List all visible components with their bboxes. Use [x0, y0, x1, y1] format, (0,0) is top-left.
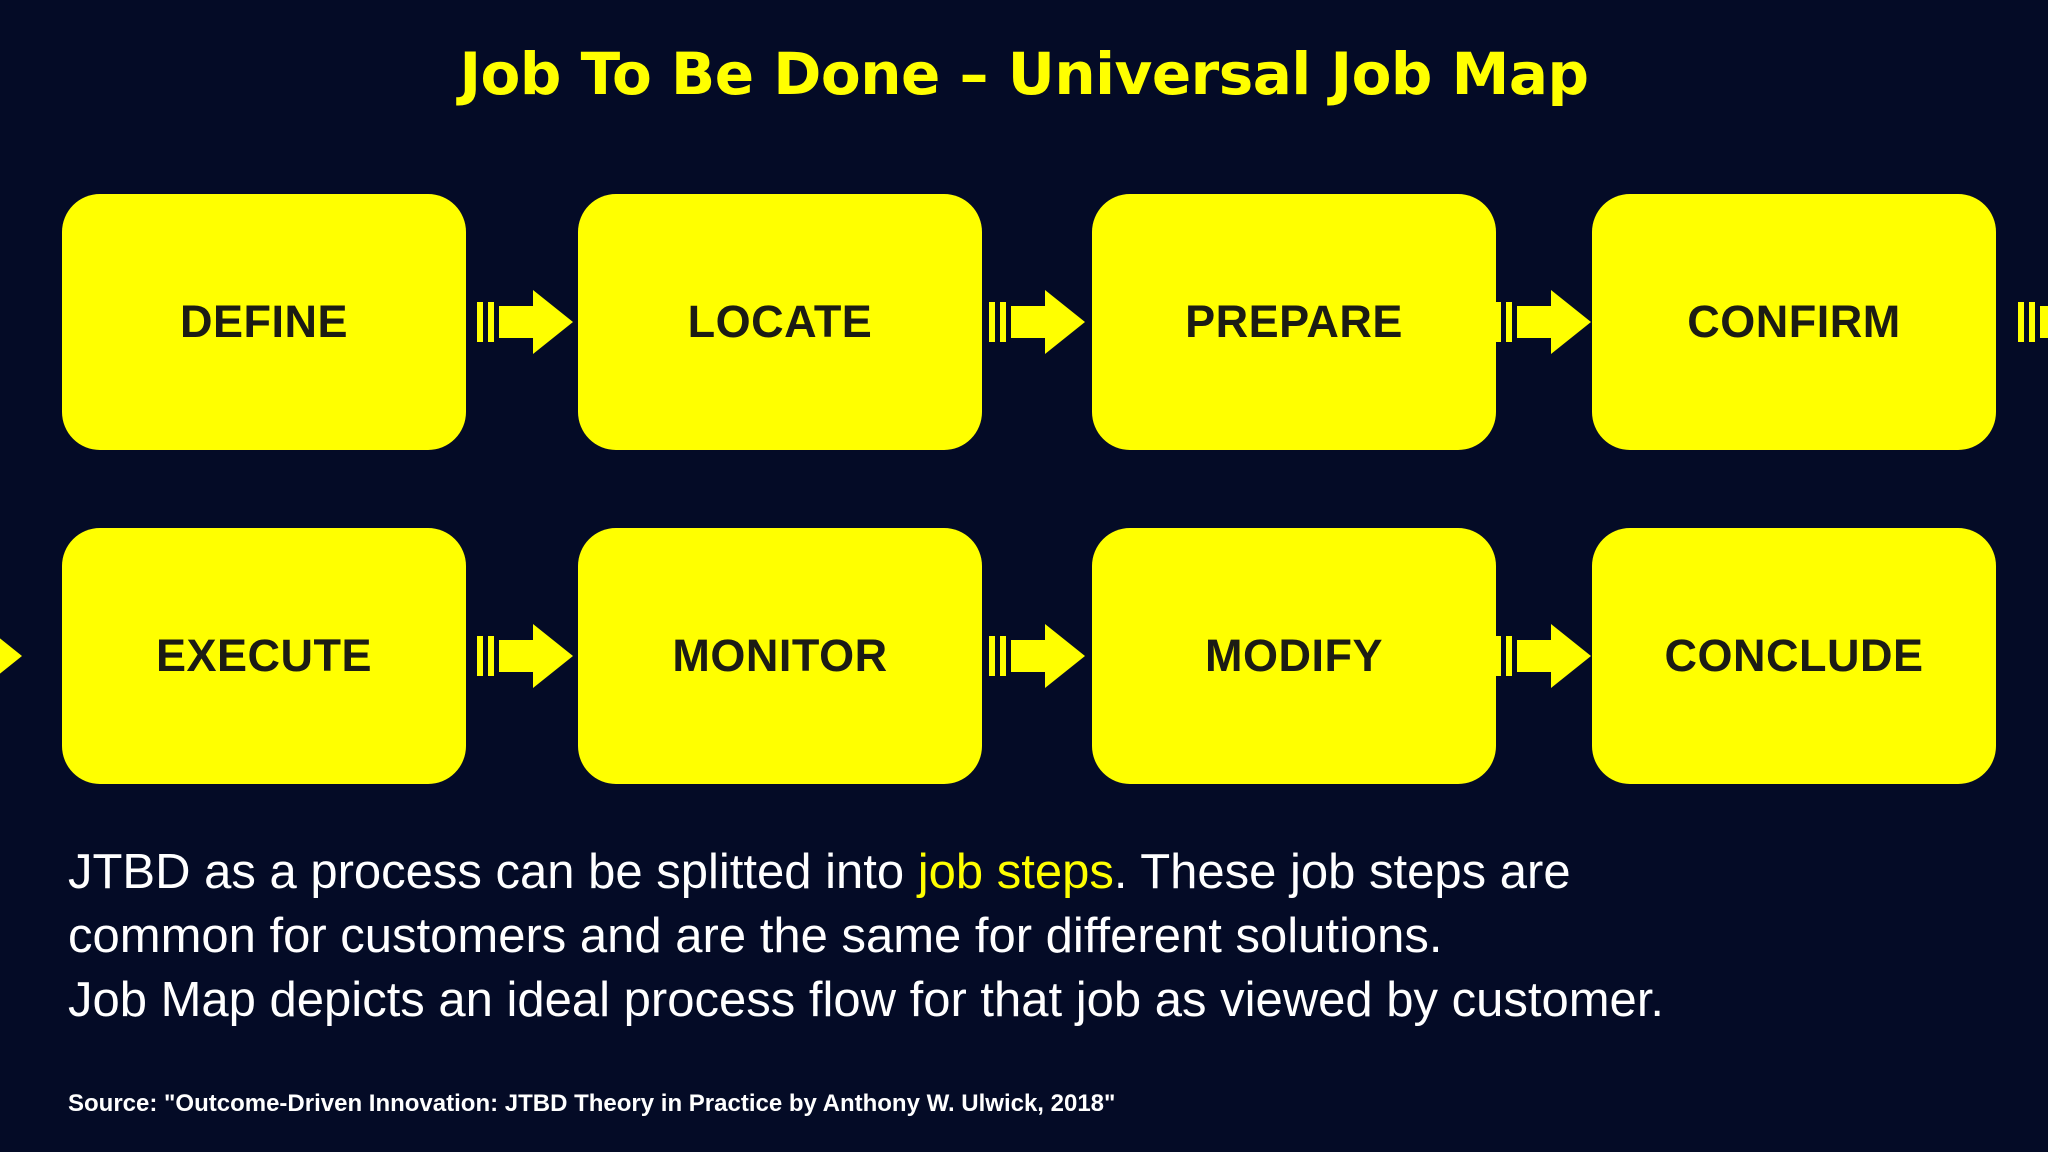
right-arrow-icon-wrap	[0, 624, 22, 688]
job-step-label: DEFINE	[179, 296, 348, 347]
description-line-3: Job Map depicts an ideal process flow fo…	[68, 973, 1665, 1027]
job-step-conclude[interactable]: CONCLUDE	[1592, 528, 1996, 784]
job-step-label: CONFIRM	[1687, 296, 1901, 347]
right-arrow-icon	[1495, 624, 1591, 688]
description-line-2: common for customers and are the same fo…	[68, 909, 1443, 963]
job-map-row-1: DEFINE LOCATE PREPARE	[0, 194, 2048, 450]
job-steps-highlight: job steps	[917, 845, 1114, 899]
right-arrow-icon	[477, 624, 573, 688]
job-step-execute[interactable]: EXECUTE	[62, 528, 466, 784]
right-arrow-icon	[1495, 290, 1591, 354]
job-step-label: MONITOR	[672, 630, 888, 681]
right-arrow-icon	[477, 290, 573, 354]
job-step-label: LOCATE	[687, 296, 873, 347]
job-step-prepare[interactable]: PREPARE	[1092, 194, 1496, 450]
job-step-define[interactable]: DEFINE	[62, 194, 466, 450]
description-text: JTBD as a process can be splitted into j…	[68, 840, 1918, 1032]
right-arrow-icon	[989, 290, 1085, 354]
job-step-modify[interactable]: MODIFY	[1092, 528, 1496, 784]
source-citation: Source: "Outcome-Driven Innovation: JTBD…	[68, 1090, 1116, 1117]
right-arrow-icon	[989, 624, 1085, 688]
description-line-1: JTBD as a process can be splitted into j…	[68, 840, 1918, 904]
job-step-locate[interactable]: LOCATE	[578, 194, 982, 450]
job-map-row-2: EXECUTE MONITOR MODIFY	[0, 528, 2048, 784]
job-step-confirm[interactable]: CONFIRM	[1592, 194, 1996, 450]
job-step-monitor[interactable]: MONITOR	[578, 528, 982, 784]
page-title: Job To Be Done – Universal Job Map	[459, 40, 1589, 108]
right-arrow-icon-wrap	[2018, 290, 2048, 354]
job-step-label: PREPARE	[1185, 296, 1403, 347]
job-step-label: CONCLUDE	[1664, 630, 1924, 681]
job-step-label: MODIFY	[1205, 630, 1383, 681]
description-line-1-part-a: JTBD as a process can be splitted into	[68, 845, 918, 899]
description-line-1-part-b: . These job steps are	[1113, 845, 1571, 899]
job-step-label: EXECUTE	[155, 630, 373, 681]
